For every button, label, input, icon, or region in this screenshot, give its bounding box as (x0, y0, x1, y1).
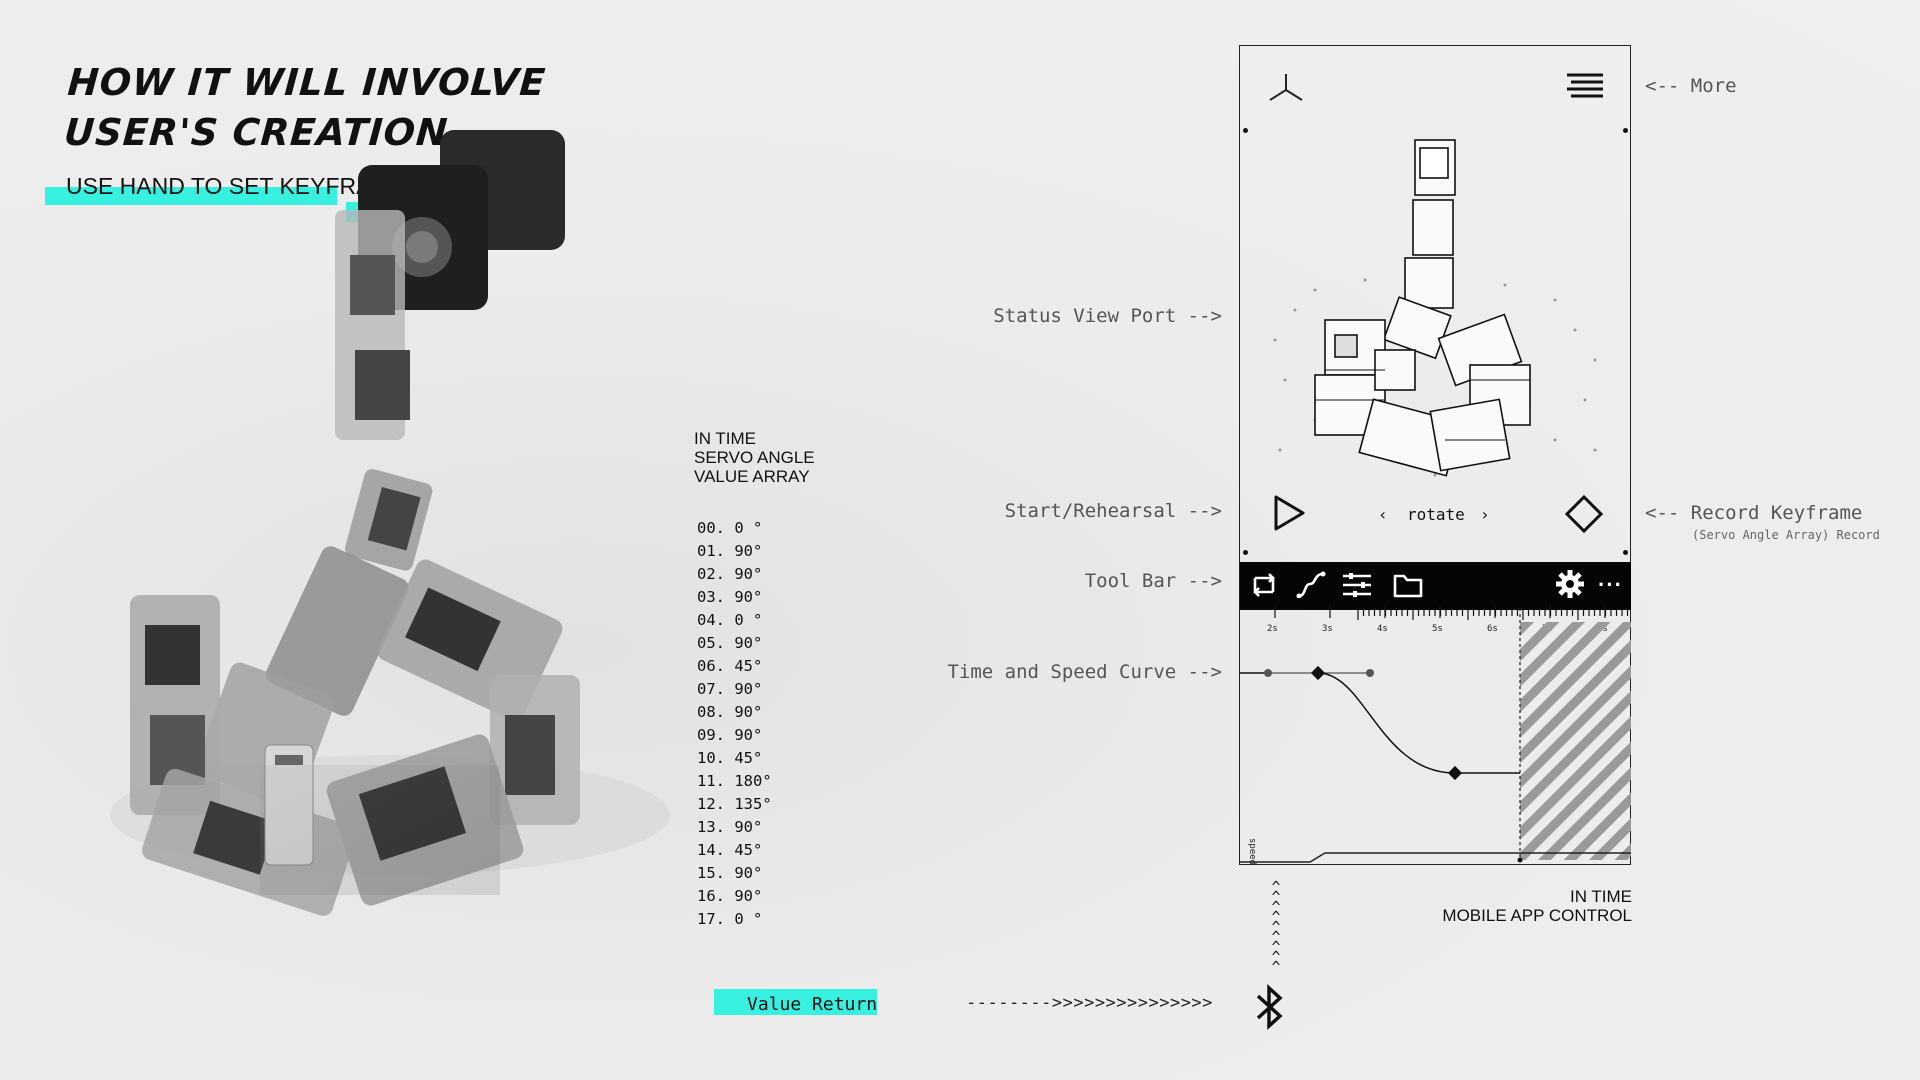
mobile-app-caption: IN TIME MOBILE APP CONTROL (1380, 887, 1632, 925)
value-return-highlight (714, 989, 877, 1015)
caption-line-1: IN TIME (1569, 887, 1632, 906)
chevron-up-icon: ^ (1271, 948, 1281, 966)
servo-angle-item: 08. 90° (697, 703, 763, 721)
sliders-icon[interactable] (1341, 570, 1373, 600)
servo-angle-item: 01. 90° (697, 542, 763, 560)
servo-angle-item: 13. 90° (697, 818, 763, 836)
more-dots-icon[interactable]: ··· (1598, 572, 1623, 597)
label-time-speed-curve: Time and Speed Curve --> (947, 661, 1222, 683)
upward-chevrons: ^^^^^^^^^ (1268, 878, 1284, 976)
servo-angle-item: 14. 45° (697, 841, 763, 859)
servo-heading-line-2: SERVO ANGLE (694, 448, 815, 467)
speed-axis-label: speed (1247, 838, 1257, 865)
menu-icon[interactable] (1565, 72, 1605, 100)
curve-handle (1366, 669, 1374, 677)
chevron-up-icon: ^ (1271, 878, 1281, 896)
label-record-keyframe: <-- Record Keyframe (1645, 502, 1863, 524)
chevron-up-icon: ^ (1271, 938, 1281, 956)
time-tick-label: 2s (1267, 624, 1278, 634)
curve-icon[interactable] (1296, 570, 1326, 600)
chevron-up-icon: ^ (1271, 908, 1281, 926)
bluetooth-icon (1256, 984, 1283, 1030)
folder-icon[interactable] (1392, 570, 1424, 600)
time-tick-label: 5s (1432, 624, 1443, 634)
label-record-note: (Servo Angle Array) Record (1692, 528, 1880, 542)
time-tick-label: 4s (1377, 624, 1388, 634)
servo-angle-item: 00. 0 ° (697, 519, 763, 537)
value-return-label: Value Return (747, 994, 878, 1015)
label-more: <-- More (1645, 75, 1737, 97)
servo-heading-line-3: VALUE ARRAY (694, 467, 810, 486)
axis-icon[interactable] (1266, 70, 1306, 104)
bottom-notch (1240, 852, 1631, 863)
loop-icon[interactable] (1249, 568, 1279, 600)
chevron-up-icon: ^ (1271, 918, 1281, 936)
mobile-app-frame (1239, 45, 1631, 865)
chevron-up-icon: ^ (1271, 928, 1281, 946)
rotate-label[interactable]: rotate (1407, 505, 1465, 524)
caption-line-2: MOBILE APP CONTROL (1442, 906, 1632, 925)
servo-angle-item: 12. 135° (697, 795, 772, 813)
servo-array-heading: IN TIME SERVO ANGLE VALUE ARRAY (694, 429, 815, 486)
servo-angle-item: 15. 90° (697, 864, 763, 882)
chevron-up-icon: ^ (1271, 958, 1281, 976)
chevron-up-icon: ^ (1271, 898, 1281, 916)
time-tick-label: 6s (1487, 624, 1498, 634)
value-return-arrow: -------->>>>>>>>>>>>>>> (966, 993, 1213, 1013)
curve-handle (1264, 669, 1272, 677)
status-view-port[interactable] (1255, 120, 1615, 490)
keyframe-diamond (1447, 765, 1463, 781)
keyframe-diamond (1310, 665, 1326, 681)
ruler-step (1240, 598, 1631, 610)
record-keyframe-diamond-icon[interactable] (1564, 494, 1604, 534)
corner-dot (1623, 550, 1628, 555)
servo-angle-item: 09. 90° (697, 726, 763, 744)
servo-heading-line-1: IN TIME (694, 429, 757, 448)
play-icon[interactable] (1273, 494, 1307, 532)
servo-angle-item: 10. 45° (697, 749, 763, 767)
servo-angle-item: 16. 90° (697, 887, 763, 905)
title-line-1: HOW IT WILL INVOLVE (66, 61, 548, 104)
servo-angle-item: 05. 90° (697, 634, 763, 652)
time-tick-label: 3s (1322, 624, 1333, 634)
modular-robot-illustration (110, 130, 670, 916)
label-status-view-port: Status View Port --> (993, 305, 1222, 327)
chevron-up-icon: ^ (1271, 888, 1281, 906)
next-arrow[interactable]: › (1480, 505, 1490, 524)
servo-angle-item: 07. 90° (697, 680, 763, 698)
subtitle-highlight (45, 187, 337, 205)
servo-angle-list: 00. 0 ° 01. 90° 02. 90° 03. 90° 04. 0 ° 05. 9… (697, 517, 772, 931)
prev-arrow[interactable]: ‹ (1378, 505, 1388, 524)
gear-icon[interactable] (1554, 568, 1586, 600)
corner-dot (1243, 550, 1248, 555)
label-tool-bar: Tool Bar --> (1084, 570, 1222, 592)
corner-dot (1623, 128, 1628, 133)
servo-angle-item: 11. 180° (697, 772, 772, 790)
servo-angle-item: 17. 0 ° (697, 910, 763, 928)
servo-angle-item: 03. 90° (697, 588, 763, 606)
locked-region-hatch (1520, 622, 1631, 860)
servo-angle-item: 02. 90° (697, 565, 763, 583)
speed-curve-path (1317, 672, 1520, 774)
servo-angle-item: 04. 0 ° (697, 611, 763, 629)
servo-angle-item: 06. 45° (697, 657, 763, 675)
time-speed-curve-panel[interactable]: 2s3s4s5s6s7s8s speed (1240, 598, 1631, 866)
label-start-rehearsal: Start/Rehearsal --> (1004, 500, 1222, 522)
corner-dot (1243, 128, 1248, 133)
